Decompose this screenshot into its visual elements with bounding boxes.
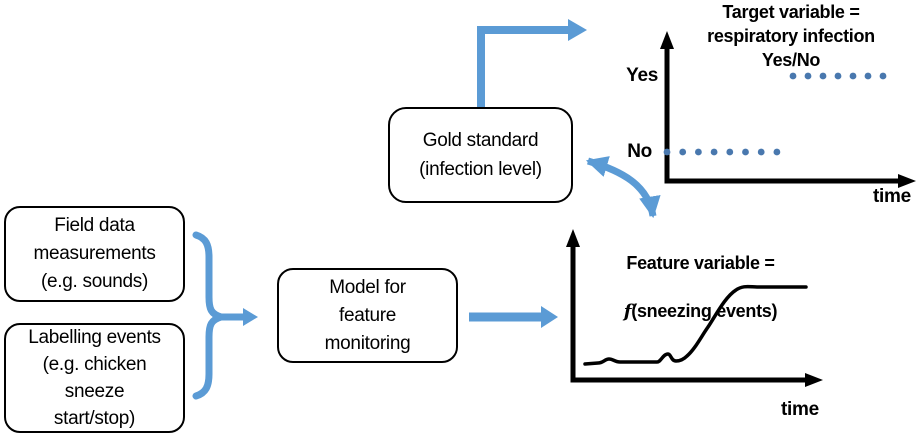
data-dot	[695, 148, 702, 156]
data-dot	[879, 72, 887, 80]
target-no-dots	[663, 148, 781, 156]
data-dot	[726, 148, 734, 156]
target-chart-title: Target variable = respiratory infection …	[707, 2, 875, 70]
gold-feature-double-arrow	[585, 156, 661, 219]
model-to-chart-arrow-head	[541, 306, 558, 328]
gold-to-target-arrow-shaft	[477, 26, 568, 107]
target-yes-dots	[789, 72, 887, 80]
merge-brace	[192, 231, 234, 400]
feature-title-line1: Feature variable =	[626, 253, 775, 273]
feature-time-axis-label: time	[781, 399, 819, 420]
data-dot	[663, 148, 671, 156]
data-dot	[819, 72, 827, 80]
data-dot	[757, 148, 765, 156]
data-dot	[789, 72, 797, 80]
data-dot	[773, 148, 781, 156]
gold-to-target-arrow-head	[568, 19, 587, 41]
gold-standard-box: Gold standard (infection level)	[388, 107, 573, 203]
field-data-box: Field data measurements (e.g. sounds)	[4, 206, 185, 302]
feature-curve	[583, 284, 808, 366]
data-dot	[679, 148, 687, 156]
feature-title-f: f	[623, 301, 632, 322]
field-data-label: Field data measurements (e.g. sounds)	[33, 215, 156, 292]
labelling-events-box: Labelling events (e.g. chicken sneeze st…	[4, 323, 185, 433]
feature-chart-title: Feature variable = f(sneezing events)	[593, 227, 808, 324]
merge-arrow-head	[243, 308, 258, 326]
target-time-axis-label: time	[873, 186, 911, 207]
target-yes-tick-label: Yes	[626, 65, 658, 86]
feature-chart-axes	[566, 229, 823, 387]
labelling-events-label: Labelling events (e.g. chicken sneeze st…	[28, 327, 161, 429]
data-dot	[804, 72, 812, 80]
target-no-tick-label: No	[627, 141, 652, 162]
gold-standard-label: Gold standard (infection level)	[419, 130, 542, 180]
data-dot	[864, 72, 872, 80]
data-dot	[834, 72, 842, 80]
target-chart-axes	[660, 31, 916, 188]
feature-title-rest: (sneezing events)	[631, 301, 778, 321]
data-dot	[710, 148, 718, 156]
data-dot	[742, 148, 749, 156]
model-box: Model for feature monitoring	[277, 268, 458, 363]
model-label: Model for feature monitoring	[324, 276, 411, 354]
data-dot	[849, 72, 857, 80]
